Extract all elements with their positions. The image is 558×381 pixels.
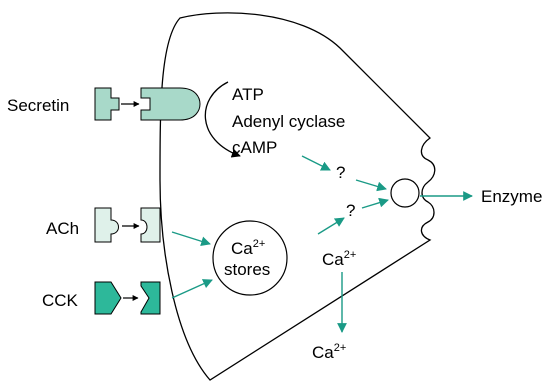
question-mark-1: ? (336, 163, 345, 182)
ca-stores-sup: 2+ (253, 238, 266, 250)
ca-bottom-sup: 2+ (334, 342, 347, 354)
stores-label: stores (224, 260, 270, 279)
cck-receptor (141, 282, 160, 314)
question-mark-2: ? (346, 201, 355, 220)
cck-label: CCK (42, 291, 79, 310)
ca-mid-base: Ca (322, 250, 344, 269)
stores-to-question-arrow (318, 218, 344, 234)
question-to-vesicle-arrow (356, 180, 386, 189)
secretin-label: Secretin (7, 96, 69, 115)
ca-stores-circle (213, 221, 287, 295)
atp-label: ATP (232, 85, 264, 104)
ca-stores-base: Ca (231, 239, 253, 258)
secretin-ligand (95, 88, 119, 120)
ca-mid-label: Ca2+ (322, 249, 356, 269)
ca-mid-sup: 2+ (344, 249, 357, 261)
adenyl-cyclase-label: Adenyl cyclase (232, 112, 345, 131)
vesicle-circle (391, 179, 419, 207)
camp-to-question-arrow (302, 156, 330, 170)
ach-label: ACh (46, 219, 79, 238)
ca-bottom-label: Ca2+ (312, 342, 346, 362)
ca-bottom-base: Ca (312, 343, 334, 362)
cck-to-stores-arrow (172, 280, 212, 298)
ach-to-stores-arrow (172, 232, 210, 244)
ach-ligand (95, 208, 119, 242)
question2-to-vesicle-arrow (362, 200, 388, 208)
ach-receptor (141, 208, 160, 242)
enzyme-label: Enzyme (481, 187, 542, 206)
cck-ligand (95, 282, 121, 314)
secretin-receptor (141, 88, 200, 120)
camp-label: cAMP (232, 138, 277, 157)
